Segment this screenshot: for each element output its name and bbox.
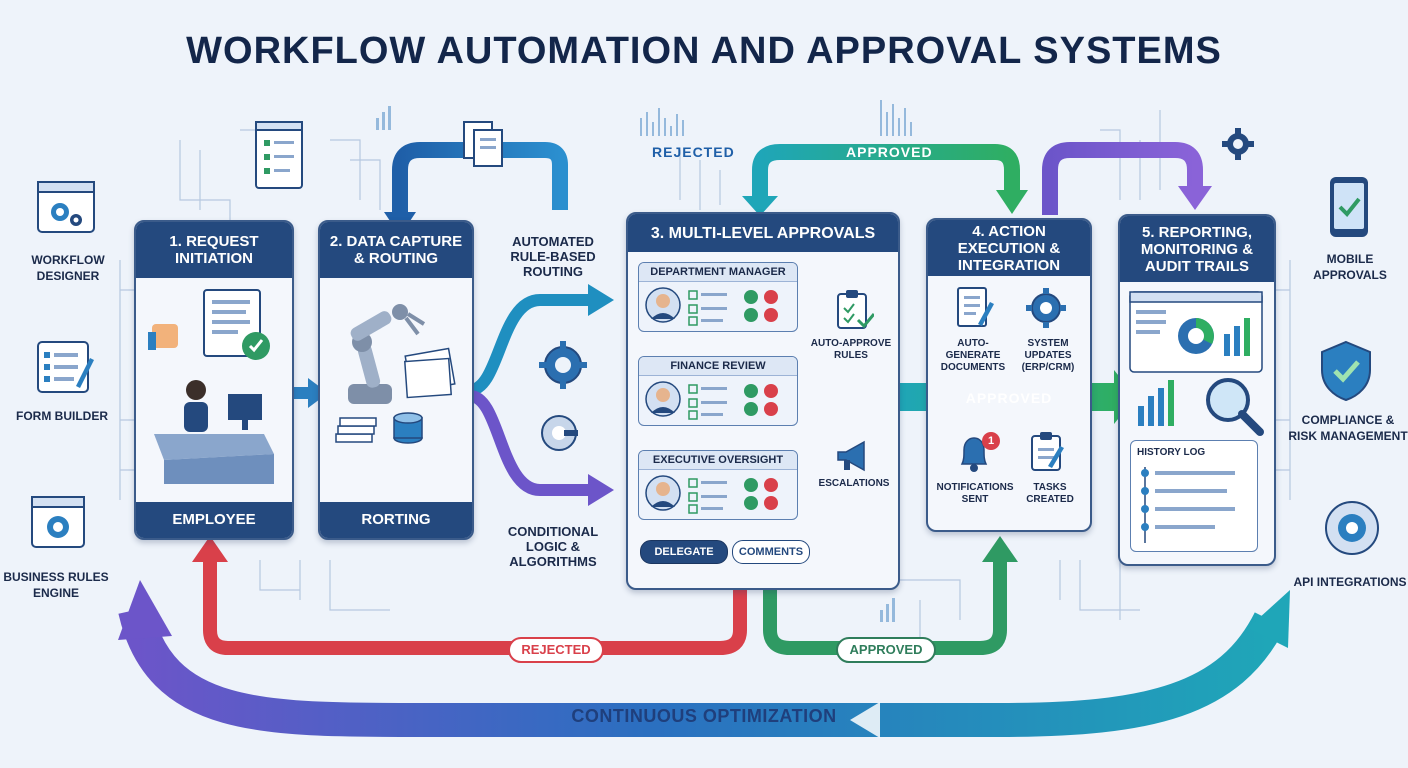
approval-level-title: EXECUTIVE OVERSIGHT [639,451,797,470]
approved-bottom-pill: APPROVED [836,637,936,663]
manager-avatar [645,287,778,326]
compliance-label: COMPLIANCE & RISK MANAGEMENT [1288,413,1408,443]
form-icon [37,341,94,393]
page-title: WORKFLOW AUTOMATION AND APPROVAL SYSTEMS [186,30,1222,72]
api-integrations-label: API INTEGRATIONS [1293,575,1407,589]
stage-1-footer: EMPLOYEE [136,502,292,538]
escalations-label: ESCALATIONS [818,478,890,489]
workflow-designer-tool[interactable]: WORKFLOW DESIGNER [8,180,128,290]
mobile-approvals-tool[interactable]: MOBILE APPROVALS [1290,175,1408,285]
approved-top-label: APPROVED [846,144,933,160]
system-gear-icon [1026,288,1066,328]
mobile-check-icon [1330,177,1368,237]
conditional-logic-label: CONDITIONAL LOGIC & ALGORITHMS [507,524,599,569]
task-clipboard-icon [1031,432,1064,471]
continuous-optimization-label: CONTINUOUS OPTIMIZATION [571,706,837,726]
system-updates-label: SYSTEM UPDATES (ERP/CRM) [1021,338,1075,373]
gear-icon [539,341,587,389]
business-rules-label: BUSINESS RULES ENGINE [3,570,109,600]
executive-avatar [645,475,778,514]
document-edit-icon [957,287,994,327]
approval-level-title: DEPARTMENT MANAGER [639,263,797,282]
puzzle-gear-icon [541,415,578,451]
notifications-label: NOTIFICATIONS SENT [936,482,1014,505]
finance-avatar [645,381,778,420]
clipboard-check-icon [837,290,874,329]
auto-approve-label: AUTO-APPROVE RULES [810,338,892,361]
notification-badge: 1 [982,432,1000,450]
approval-level-executive[interactable]: EXECUTIVE OVERSIGHT [638,450,798,520]
form-builder-tool[interactable]: FORM BUILDER [8,340,128,450]
stage-5-title: 5. REPORTING, MONITORING & AUDIT TRAILS [1120,216,1274,282]
compliance-tool[interactable]: COMPLIANCE & RISK MANAGEMENT [1282,340,1408,450]
stage-2-footer: RORTING [320,502,472,538]
employee-desk-illustration [148,289,274,484]
document-stack-icon [463,121,503,167]
stage-4-title: 4. ACTION EXECUTION & INTEGRATION [928,220,1090,276]
stage-1-title: 1. REQUEST INITIATION [136,222,292,278]
gear-window-icon [37,181,95,233]
stage-reporting[interactable]: 5. REPORTING, MONITORING & AUDIT TRAILS … [1118,214,1276,566]
bell-icon [960,437,988,472]
delegate-button[interactable]: DELEGATE [640,540,728,564]
api-gear-icon [1325,501,1379,555]
stage-2-title: 2. DATA CAPTURE & ROUTING [320,222,472,278]
dashboard-illustration [1129,291,1264,436]
rejected-top-label: REJECTED [652,144,735,160]
api-integrations-tool[interactable]: API INTEGRATIONS [1290,500,1408,610]
checklist-window-icon [255,121,303,189]
business-rules-tool[interactable]: BUSINESS RULES ENGINE [0,495,120,605]
workflow-designer-label: WORKFLOW DESIGNER [31,253,105,283]
rejected-bottom-pill: REJECTED [508,637,604,663]
automated-routing-label: AUTOMATED RULE-BASED ROUTING [510,234,596,279]
auto-docs-label: AUTO-GENERATE DOCUMENTS [940,338,1006,373]
stage-multi-level-approvals[interactable]: 3. MULTI-LEVEL APPROVALS DEPARTMENT MANA… [626,212,900,590]
approval-level-title: FINANCE REVIEW [639,357,797,376]
approval-level-finance[interactable]: FINANCE REVIEW [638,356,798,426]
stage-data-capture[interactable]: 2. DATA CAPTURE & ROUTING RORTING [318,220,474,540]
stage-3-title: 3. MULTI-LEVEL APPROVALS [628,214,898,252]
shield-check-icon [1321,340,1371,402]
approval-level-department[interactable]: DEPARTMENT MANAGER [638,262,798,332]
mobile-approvals-label: MOBILE APPROVALS [1313,252,1387,282]
history-log-title: HISTORY LOG [1137,447,1206,458]
robot-arm-illustration [335,304,456,444]
approved-band-label: APPROVED [965,390,1053,406]
form-builder-label: FORM BUILDER [16,409,108,423]
megaphone-icon [837,440,865,472]
small-gear-icon [1222,128,1254,160]
timeline-icon [1141,467,1235,543]
tasks-label: TASKS CREATED [1026,482,1074,505]
rules-engine-icon [31,496,85,548]
comments-button[interactable]: COMMENTS [732,540,810,564]
stage-request-initiation[interactable]: 1. REQUEST INITIATION EMPLOYEE [134,220,294,540]
history-log-panel[interactable]: HISTORY LOG [1130,440,1258,552]
stage-action-execution[interactable]: 4. ACTION EXECUTION & INTEGRATION AUTO-G… [926,218,1092,532]
